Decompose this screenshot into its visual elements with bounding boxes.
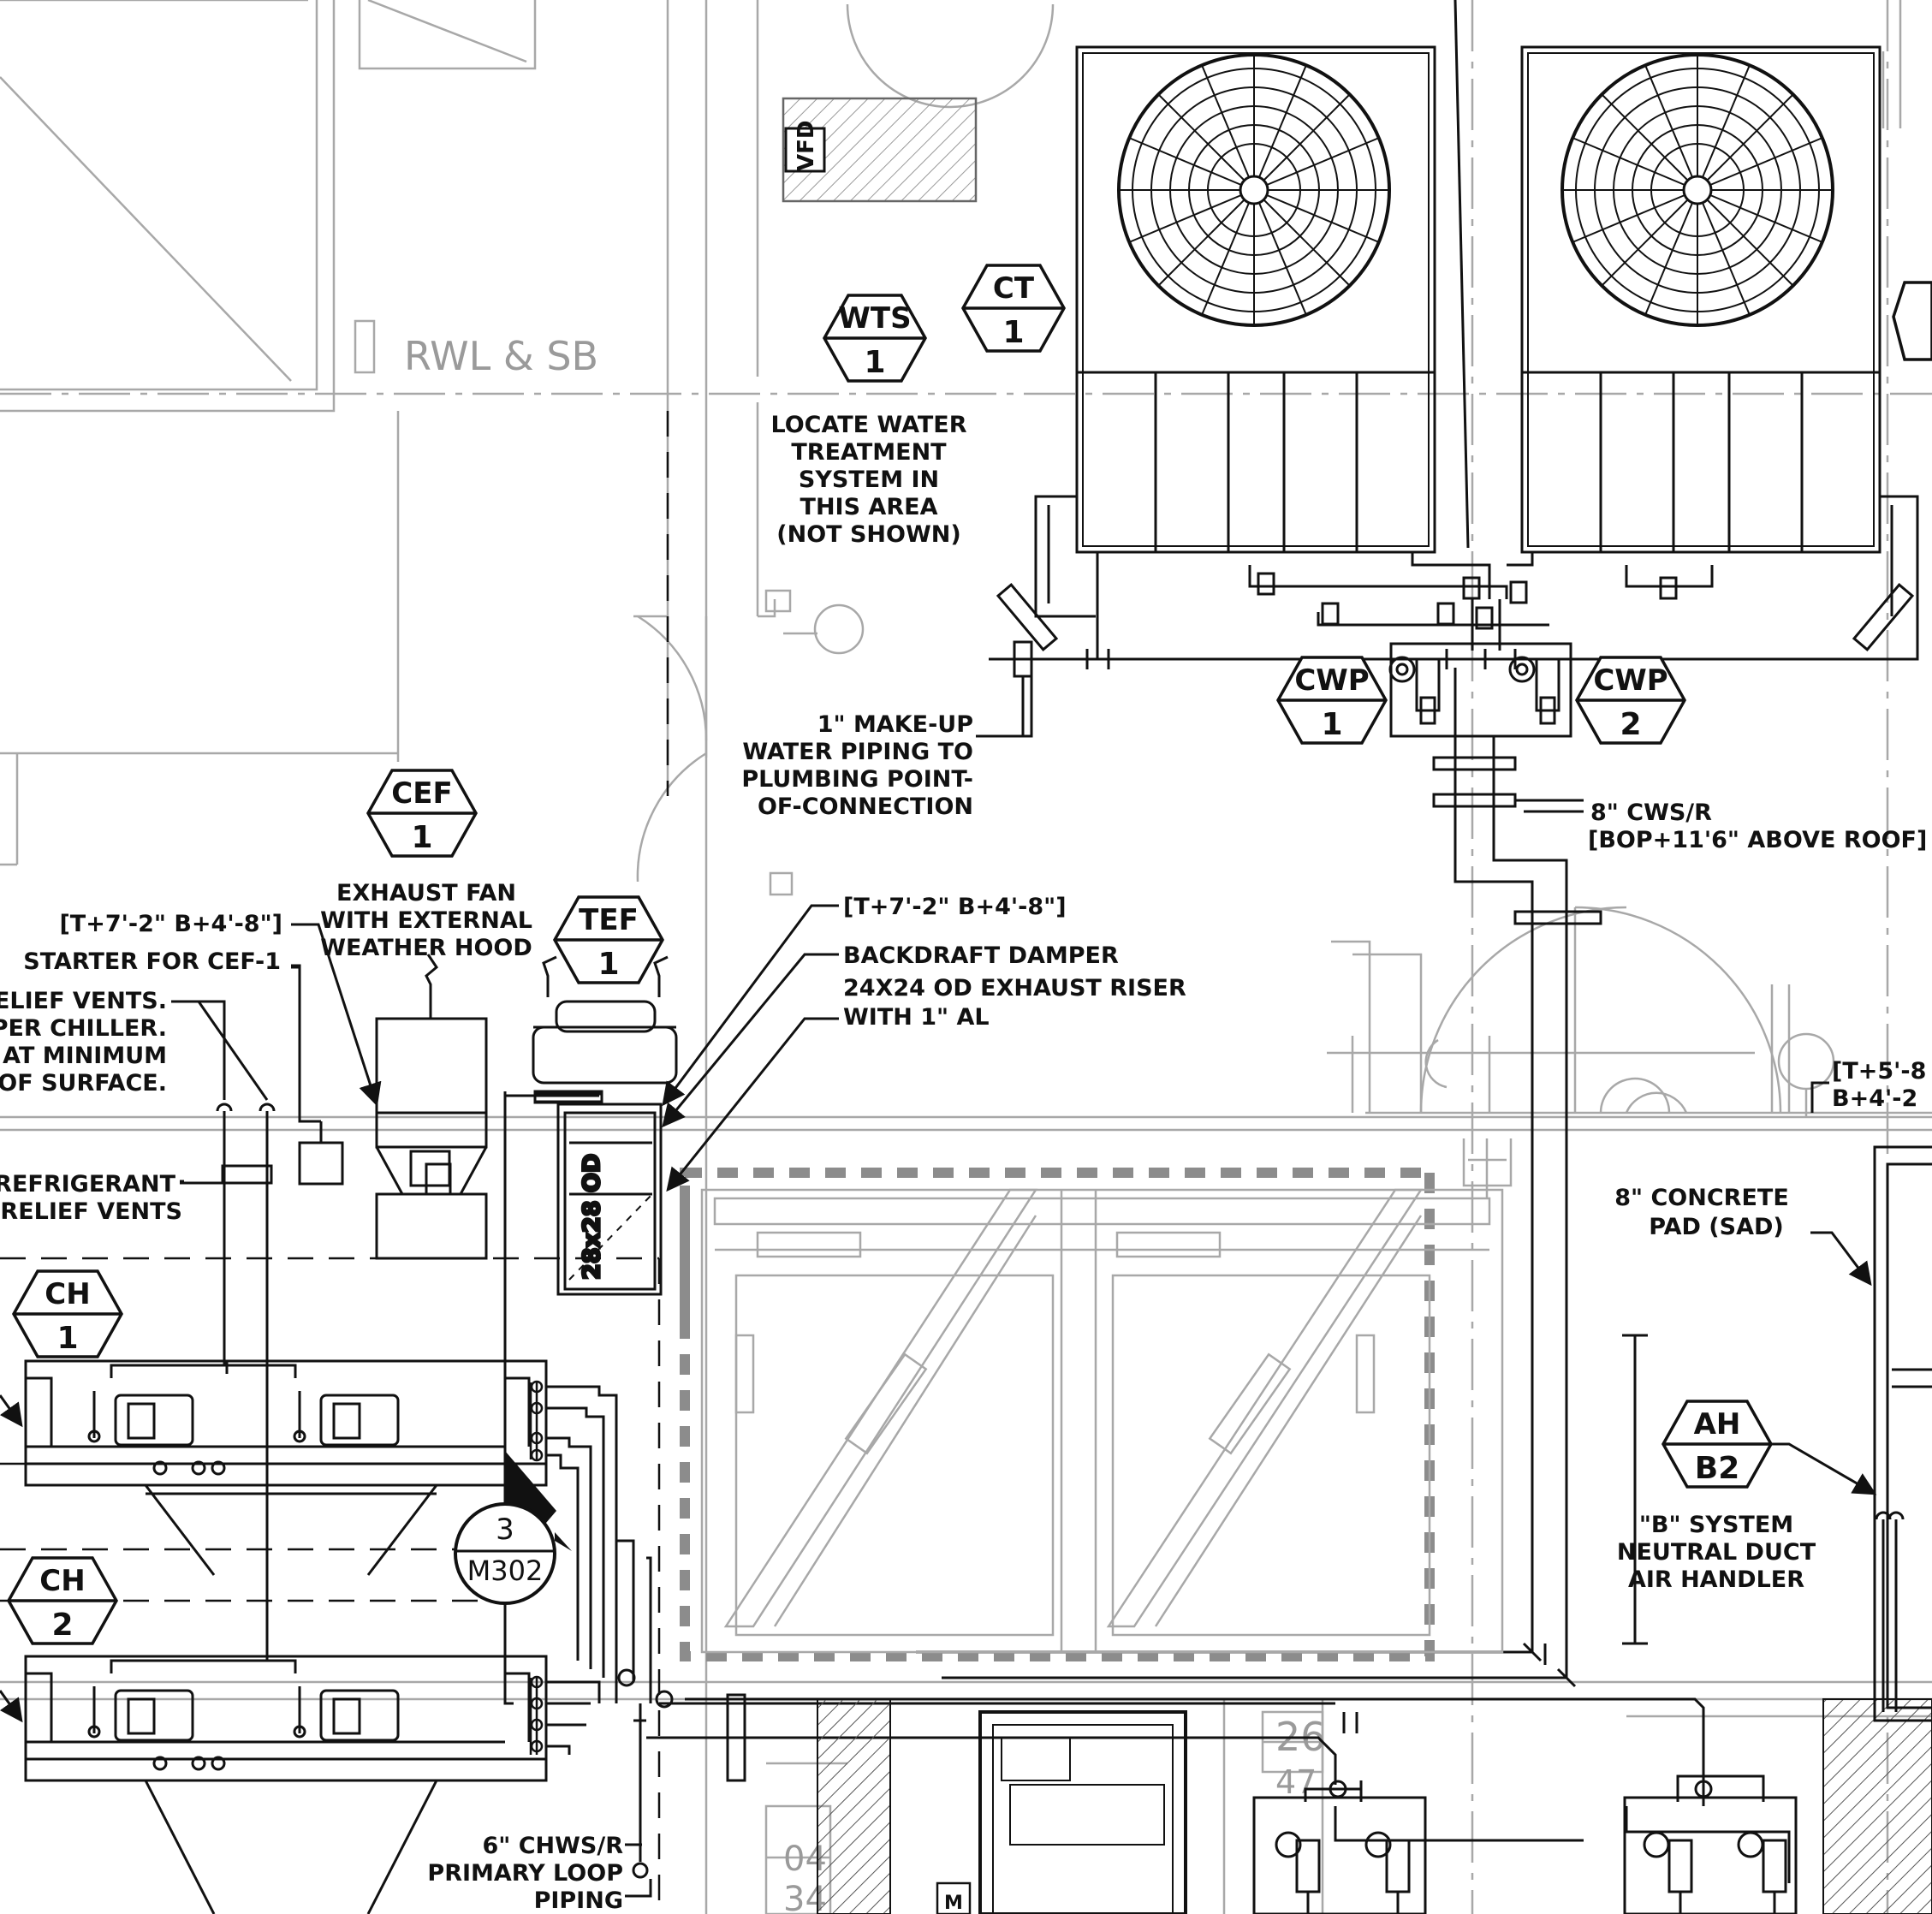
lower-equipment: M [817,1698,1932,1914]
riser-line-1: 24X24 OD EXHAUST RISER [843,975,1186,1002]
water-treatment-line-3: SYSTEM IN [799,467,939,493]
tag-ct1-top: CT [993,271,1035,306]
exhaust-fan-line-2: WITH EXTERNAL [320,907,532,934]
right-elevation-line-1: [T+5'-8 [1832,1058,1926,1085]
relief-vents-line-3: E AT MINIMUM [0,1043,167,1069]
left-dashed-lines [0,411,669,1914]
chiller-1-unit [24,1359,548,1576]
cws-line-1: 8" CWS/R [1590,799,1712,826]
riser-line-2: WITH 1" AL [843,1004,990,1031]
cooling-tower-2 [1520,45,1881,554]
refrigerant-relief-line-1: " REFRIGERANT [0,1171,176,1198]
rwl-label: RWL & SB [404,333,598,379]
makeup-line-3: PLUMBING POINT- [741,766,973,793]
equipment-tags [6,264,1932,1645]
vfd-label: VFD [794,121,819,171]
chws-line-1: 6" CHWS/R [482,1833,623,1859]
right-pad-air-handler [1622,1145,1932,1722]
water-treatment-line-2: TREATMENT [791,439,947,466]
tag-ch1-bottom: 1 [56,1321,78,1356]
tag-cwp1-bottom: 1 [1321,707,1342,742]
makeup-line-4: OF-CONNECTION [758,794,973,820]
cooling-tower-1 [1075,45,1436,554]
makeup-line-2: WATER PIPING TO [742,739,973,765]
relief-vent-risers [180,966,344,1661]
b-system-line-2: NEUTRAL DUCT [1617,1539,1816,1566]
tag-cef1-top: CEF [391,776,452,811]
exhaust-fan-line-1: EXHAUST FAN [336,880,516,906]
tag-tef1-top: TEF [579,903,639,937]
relief-vents-line-2: PER CHILLER. [0,1015,167,1042]
section-sheet: M302 [467,1554,544,1587]
tag-ahb2-bottom: B2 [1695,1451,1740,1486]
tef-1-fan: 28x28 OD [532,955,678,1296]
tag-ch2-bottom: 2 [51,1608,73,1643]
exhaust-fan-line-3: WEATHER HOOD [320,935,532,961]
section-marker: 3 M302 [454,1451,572,1605]
tag-ct1-bottom: 1 [1002,315,1024,350]
chws-line-2: PRIMARY LOOP [427,1860,623,1887]
relief-vents-line-1: RELIEF VENTS. [0,988,167,1014]
tag-tef1-bottom: 1 [597,947,619,982]
concrete-pad-line-1: 8" CONCRETE [1614,1185,1789,1211]
tag-ahb2-top: AH [1694,1407,1741,1441]
concrete-pad-line-2: PAD (SAD) [1649,1214,1783,1240]
tag-cwp2-top: CWP [1593,663,1667,698]
tag-cwp1-top: CWP [1294,663,1369,698]
b-system-line-3: AIR HANDLER [1628,1566,1804,1593]
lower-pump-skid-left [1252,1780,1427,1914]
cef-1-fan [375,954,488,1260]
tag-texts: CT 1 WTS 1 CEF 1 TEF 1 CWP 1 CWP 2 CH 1 … [39,271,1740,1643]
concrete-pad-duct [680,1168,1504,1661]
box-m-label: M [944,1893,963,1914]
relief-vents-line-4: OOF SURFACE. [0,1070,167,1097]
tag-ch2-top: CH [39,1564,85,1598]
starter-label: STARTER FOR CEF-1 [23,948,281,975]
water-treatment-line-1: LOCATE WATER [770,412,966,438]
tag-wts1-bottom: 1 [864,345,885,380]
tag-cef1-bottom: 1 [411,820,432,855]
chiller-2-unit [24,1655,548,1914]
duct-size-label: 28x28 OD [579,1154,605,1280]
chws-line-3: PIPING [534,1887,623,1914]
tag-cwp2-bottom: 2 [1620,707,1641,742]
room-number-47: 47 [1275,1763,1317,1801]
tag-wts1-top: WTS [838,301,911,336]
water-treatment-line-5: (NOT SHOWN) [776,521,960,548]
refrigerant-relief-line-2: RELIEF VENTS [0,1198,182,1225]
water-treatment-line-4: THIS AREA [800,494,938,520]
right-elevation-line-2: B+4'-2 [1832,1085,1917,1112]
starter-elevation: [T+7'-2" B+4'-8"] [59,911,282,937]
tef-elevation: [T+7'-2" B+4'-8"] [843,894,1067,920]
lower-pump-skid-right [1623,1774,1798,1914]
section-number: 3 [496,1513,514,1547]
tag-ch1-top: CH [45,1277,90,1311]
annotation-labels: LOCATE WATER TREATMENT SYSTEM IN THIS AR… [0,412,1927,1914]
vfd-area: VFD [782,97,978,203]
b-system-line-1: "B" SYSTEM [1639,1512,1793,1538]
leader-lines [0,668,1877,1898]
backdraft-damper: BACKDRAFT DAMPER [843,942,1119,969]
makeup-line-1: 1" MAKE-UP [817,711,973,738]
cws-line-2: [BOP+11'6" ABOVE ROOF] [1588,827,1927,853]
